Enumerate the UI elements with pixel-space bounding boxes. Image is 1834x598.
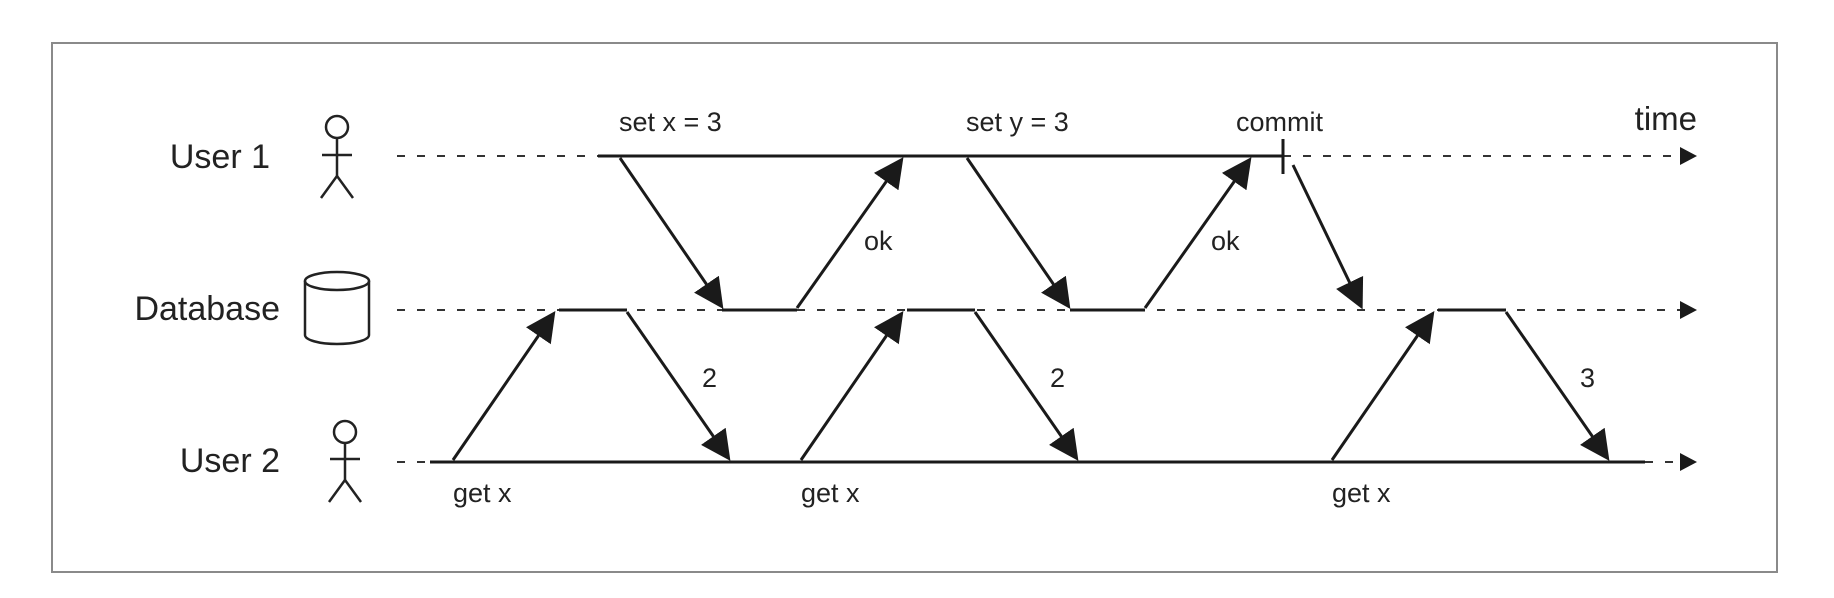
database-timeline-arrow	[1680, 301, 1697, 319]
arrow-set-y-request	[965, 157, 1071, 309]
label-commit: commit	[1236, 107, 1323, 137]
arrow-get-x-2-response	[973, 311, 1079, 461]
arrow-get-x-2-request	[799, 311, 904, 461]
arrow-set-y-ok	[1143, 157, 1252, 309]
label-set-x: set x = 3	[619, 107, 722, 137]
arrow-commit-request	[1291, 164, 1364, 310]
label-get-x-1: get x	[453, 478, 512, 508]
label-result-3: 3	[1580, 363, 1595, 393]
label-set-y: set y = 3	[966, 107, 1069, 137]
database-cylinder-icon	[303, 270, 371, 346]
lane-label-user2: User 2	[180, 442, 280, 480]
label-time: time	[1635, 100, 1697, 137]
user2-timeline-arrow	[1680, 453, 1697, 471]
arrow-get-x-1-request	[451, 311, 556, 461]
arrow-set-x-ok	[795, 157, 904, 309]
label-result-2: 2	[1050, 363, 1065, 393]
arrow-set-x-request	[618, 157, 724, 309]
label-ok-1: ok	[864, 226, 893, 256]
user1-timeline-arrow	[1680, 147, 1697, 165]
arrow-get-x-3-request	[1330, 311, 1435, 461]
user1-person-icon	[319, 114, 355, 199]
label-get-x-2: get x	[801, 478, 860, 508]
label-get-x-3: get x	[1332, 478, 1391, 508]
user2-person-icon	[327, 419, 363, 503]
lane-label-database: Database	[134, 290, 280, 328]
label-result-1: 2	[702, 363, 717, 393]
arrow-get-x-3-response	[1504, 311, 1610, 461]
label-ok-2: ok	[1211, 226, 1240, 256]
lane-label-user1: User 1	[170, 138, 270, 176]
diagram-frame	[51, 42, 1778, 573]
arrow-get-x-1-response	[625, 311, 731, 461]
